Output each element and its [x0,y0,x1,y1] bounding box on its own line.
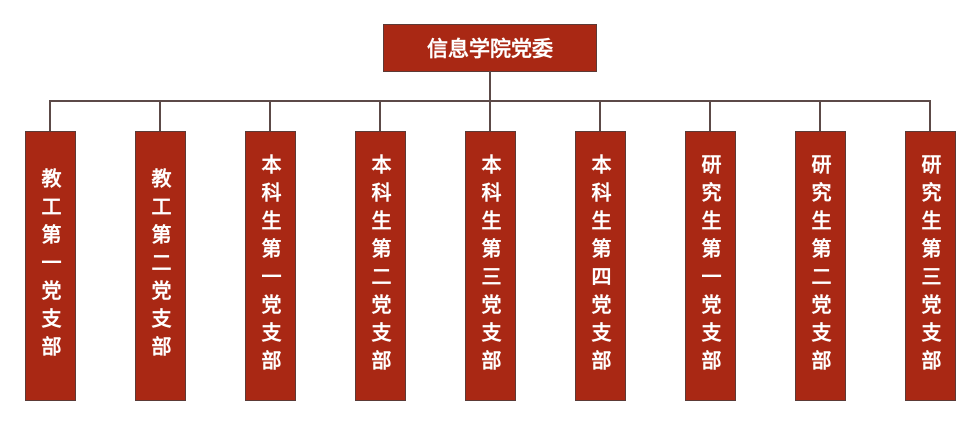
branch-node: 本科生第一党支部 [245,131,296,401]
connector-branch [709,100,711,132]
branch-label: 教工第二党支部 [148,168,172,364]
branch-node: 教工第二党支部 [135,131,186,401]
connector-branch [159,100,161,132]
root-label: 信息学院党委 [427,37,553,61]
branch-node: 研究生第一党支部 [685,131,736,401]
root-node-party-committee: 信息学院党委 [383,24,597,72]
branch-node: 研究生第二党支部 [795,131,846,401]
branch-label: 本科生第一党支部 [258,154,282,378]
branch-node: 本科生第三党支部 [465,131,516,401]
connector-branch [819,100,821,132]
branch-node: 本科生第二党支部 [355,131,406,401]
connector-branch [599,100,601,132]
branch-node: 教工第一党支部 [25,131,76,401]
branch-label: 研究生第一党支部 [698,154,722,378]
branch-node: 研究生第三党支部 [905,131,956,401]
connector-branch [269,100,271,132]
connector-branch [929,100,931,132]
branch-label: 本科生第三党支部 [478,154,502,378]
branch-label: 本科生第二党支部 [368,154,392,378]
connector-branch [379,100,381,132]
branch-label: 研究生第三党支部 [918,154,942,378]
connector-branch [489,100,491,132]
connector-branch [49,100,51,132]
branch-label: 本科生第四党支部 [588,154,612,378]
connector-root-down [489,71,491,101]
branch-label: 研究生第二党支部 [808,154,832,378]
branch-node: 本科生第四党支部 [575,131,626,401]
branch-label: 教工第一党支部 [38,168,62,364]
